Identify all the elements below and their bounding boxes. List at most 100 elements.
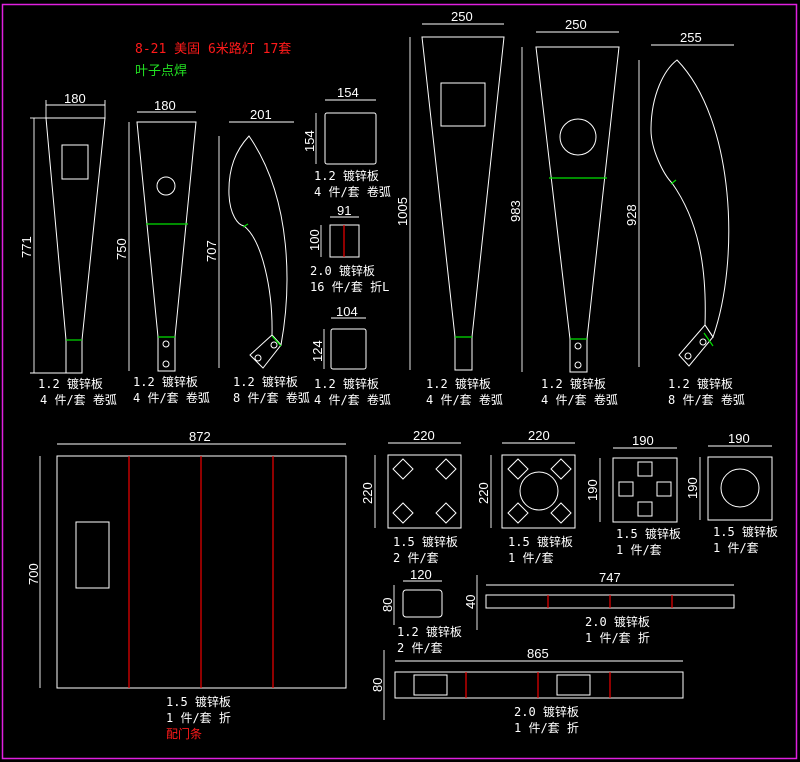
part-9: 255 928 1.2 镀锌板 8 件/套 卷弧	[624, 30, 745, 407]
part-8: 250 983 1.2 镀锌板 4 件/套 卷弧	[508, 17, 620, 407]
dim-width: 747	[599, 570, 621, 585]
dim-width: 250	[565, 17, 587, 32]
mount-tab	[249, 334, 282, 369]
material-label: 2.0 镀锌板	[585, 615, 650, 629]
note-label: 配门条	[166, 726, 202, 741]
part-12-outline	[501, 454, 576, 529]
dim-height: 1005	[395, 197, 410, 226]
material-label: 1.2 镀锌板	[426, 377, 491, 391]
part-11-outline	[387, 454, 462, 529]
quantity-label: 8 件/套 卷弧	[668, 392, 745, 407]
bolt-hole	[254, 354, 262, 362]
cutout-circle	[156, 176, 176, 196]
part-3-outline	[228, 135, 288, 347]
weld-mark	[242, 223, 249, 228]
part-16: 747 40 2.0 镀锌板 1 件/套 折	[463, 570, 735, 645]
bolt-hole	[574, 361, 582, 369]
cutout-circle	[559, 118, 597, 156]
dim-height: 190	[685, 477, 700, 499]
part-8-outline	[535, 46, 620, 373]
dim-height: 750	[114, 238, 129, 260]
cutout-rect	[61, 144, 89, 180]
part-15: 120 80 1.2 镀锌板 2 件/套	[380, 567, 462, 655]
dim-height: 983	[508, 200, 523, 222]
weld-line	[271, 335, 282, 347]
material-label: 1.2 镀锌板	[668, 377, 733, 391]
part-1-outline	[45, 117, 106, 374]
dim-width: 120	[410, 567, 432, 582]
weld-mark	[670, 179, 677, 185]
dim-width: 250	[451, 9, 473, 24]
cutout-circle	[519, 471, 559, 511]
square-cutout	[637, 501, 653, 517]
dim-width: 104	[336, 304, 358, 319]
dim-width: 154	[337, 85, 359, 100]
bolt-hole	[574, 342, 582, 350]
dim-width: 180	[154, 98, 176, 113]
quantity-label: 4 件/套 卷弧	[314, 392, 391, 407]
part-7: 250 1005 1.2 镀锌板 4 件/套 卷弧	[395, 9, 505, 407]
title-line-1: 8-21 美固 6米路灯 17套	[135, 41, 291, 57]
bolt-hole	[162, 340, 170, 348]
part-2-outline	[136, 121, 197, 372]
part-9-outline	[650, 59, 730, 339]
door-cutout	[75, 521, 110, 589]
quantity-label: 16 件/套 折L	[310, 279, 389, 294]
bolt-hole	[162, 360, 170, 368]
dim-height: 700	[26, 563, 41, 585]
dim-width: 255	[680, 30, 702, 45]
dim-height: 220	[360, 482, 375, 504]
quantity-label: 1 件/套	[713, 541, 759, 555]
square-cutout	[637, 461, 653, 477]
part-4-outline	[324, 112, 377, 165]
dim-height: 124	[310, 340, 325, 362]
dim-height: 154	[302, 130, 317, 152]
quantity-label: 1 件/套	[616, 543, 662, 557]
material-label: 1.2 镀锌板	[397, 625, 462, 639]
part-6-outline	[330, 328, 367, 370]
part-6: 104 124 1.2 镀锌板 4 件/套 卷弧	[310, 304, 391, 407]
quantity-label: 1 件/套 折	[514, 720, 579, 735]
part-15-outline	[402, 589, 443, 618]
dim-width: 872	[189, 429, 211, 444]
part-1: 180 771 1.2 镀锌板 4 件/套 卷弧	[19, 91, 117, 407]
diamond-cutout	[435, 458, 457, 480]
bolt-hole	[684, 352, 692, 360]
diamond-cutout	[435, 502, 457, 524]
dim-height: 190	[585, 479, 600, 501]
dim-height: 80	[370, 678, 385, 692]
part-17: 865 80 2.0 镀锌板 1 件/套 折	[370, 646, 684, 735]
quantity-label: 4 件/套 卷弧	[541, 392, 618, 407]
dim-height: 100	[307, 229, 322, 251]
cutout-rect	[440, 82, 486, 127]
diamond-cutout	[392, 502, 414, 524]
dim-width: 190	[728, 431, 750, 446]
dim-width: 190	[632, 433, 654, 448]
cutout-rect	[556, 674, 591, 696]
part-17-outline	[394, 671, 684, 699]
mount-tab	[678, 324, 714, 367]
quantity-label: 4 件/套 卷弧	[314, 184, 391, 199]
diamond-cutout	[550, 502, 572, 524]
quantity-label: 4 件/套 卷弧	[133, 390, 210, 405]
material-label: 2.0 镀锌板	[310, 264, 375, 278]
material-label: 1.2 镀锌板	[314, 169, 379, 183]
material-label: 1.2 镀锌板	[133, 375, 198, 389]
diamond-cutout	[507, 502, 529, 524]
bolt-hole	[270, 341, 278, 349]
part-3: 201 707 1.2 镀锌板 8 件/套 卷弧	[204, 107, 310, 405]
part-13: 190 190 1.5 镀锌板 1 件/套	[585, 433, 681, 557]
material-label: 1.2 镀锌板	[38, 377, 103, 391]
dim-height: 40	[463, 595, 478, 609]
cutout-rect	[413, 674, 448, 696]
part-4: 154 154 1.2 镀锌板 4 件/套 卷弧	[302, 85, 391, 199]
dim-height: 707	[204, 240, 219, 262]
material-label: 1.5 镀锌板	[166, 695, 231, 709]
diamond-cutout	[550, 458, 572, 480]
dim-height: 928	[624, 204, 639, 226]
part-12: 220 220 1.5 镀锌板 1 件/套	[476, 428, 576, 565]
quantity-label: 1 件/套	[508, 551, 554, 565]
part-13-outline	[612, 457, 678, 523]
part-2: 180 750 1.2 镀锌板 4 件/套 卷弧	[114, 98, 210, 405]
part-11: 220 220 1.5 镀锌板 2 件/套	[360, 428, 462, 565]
